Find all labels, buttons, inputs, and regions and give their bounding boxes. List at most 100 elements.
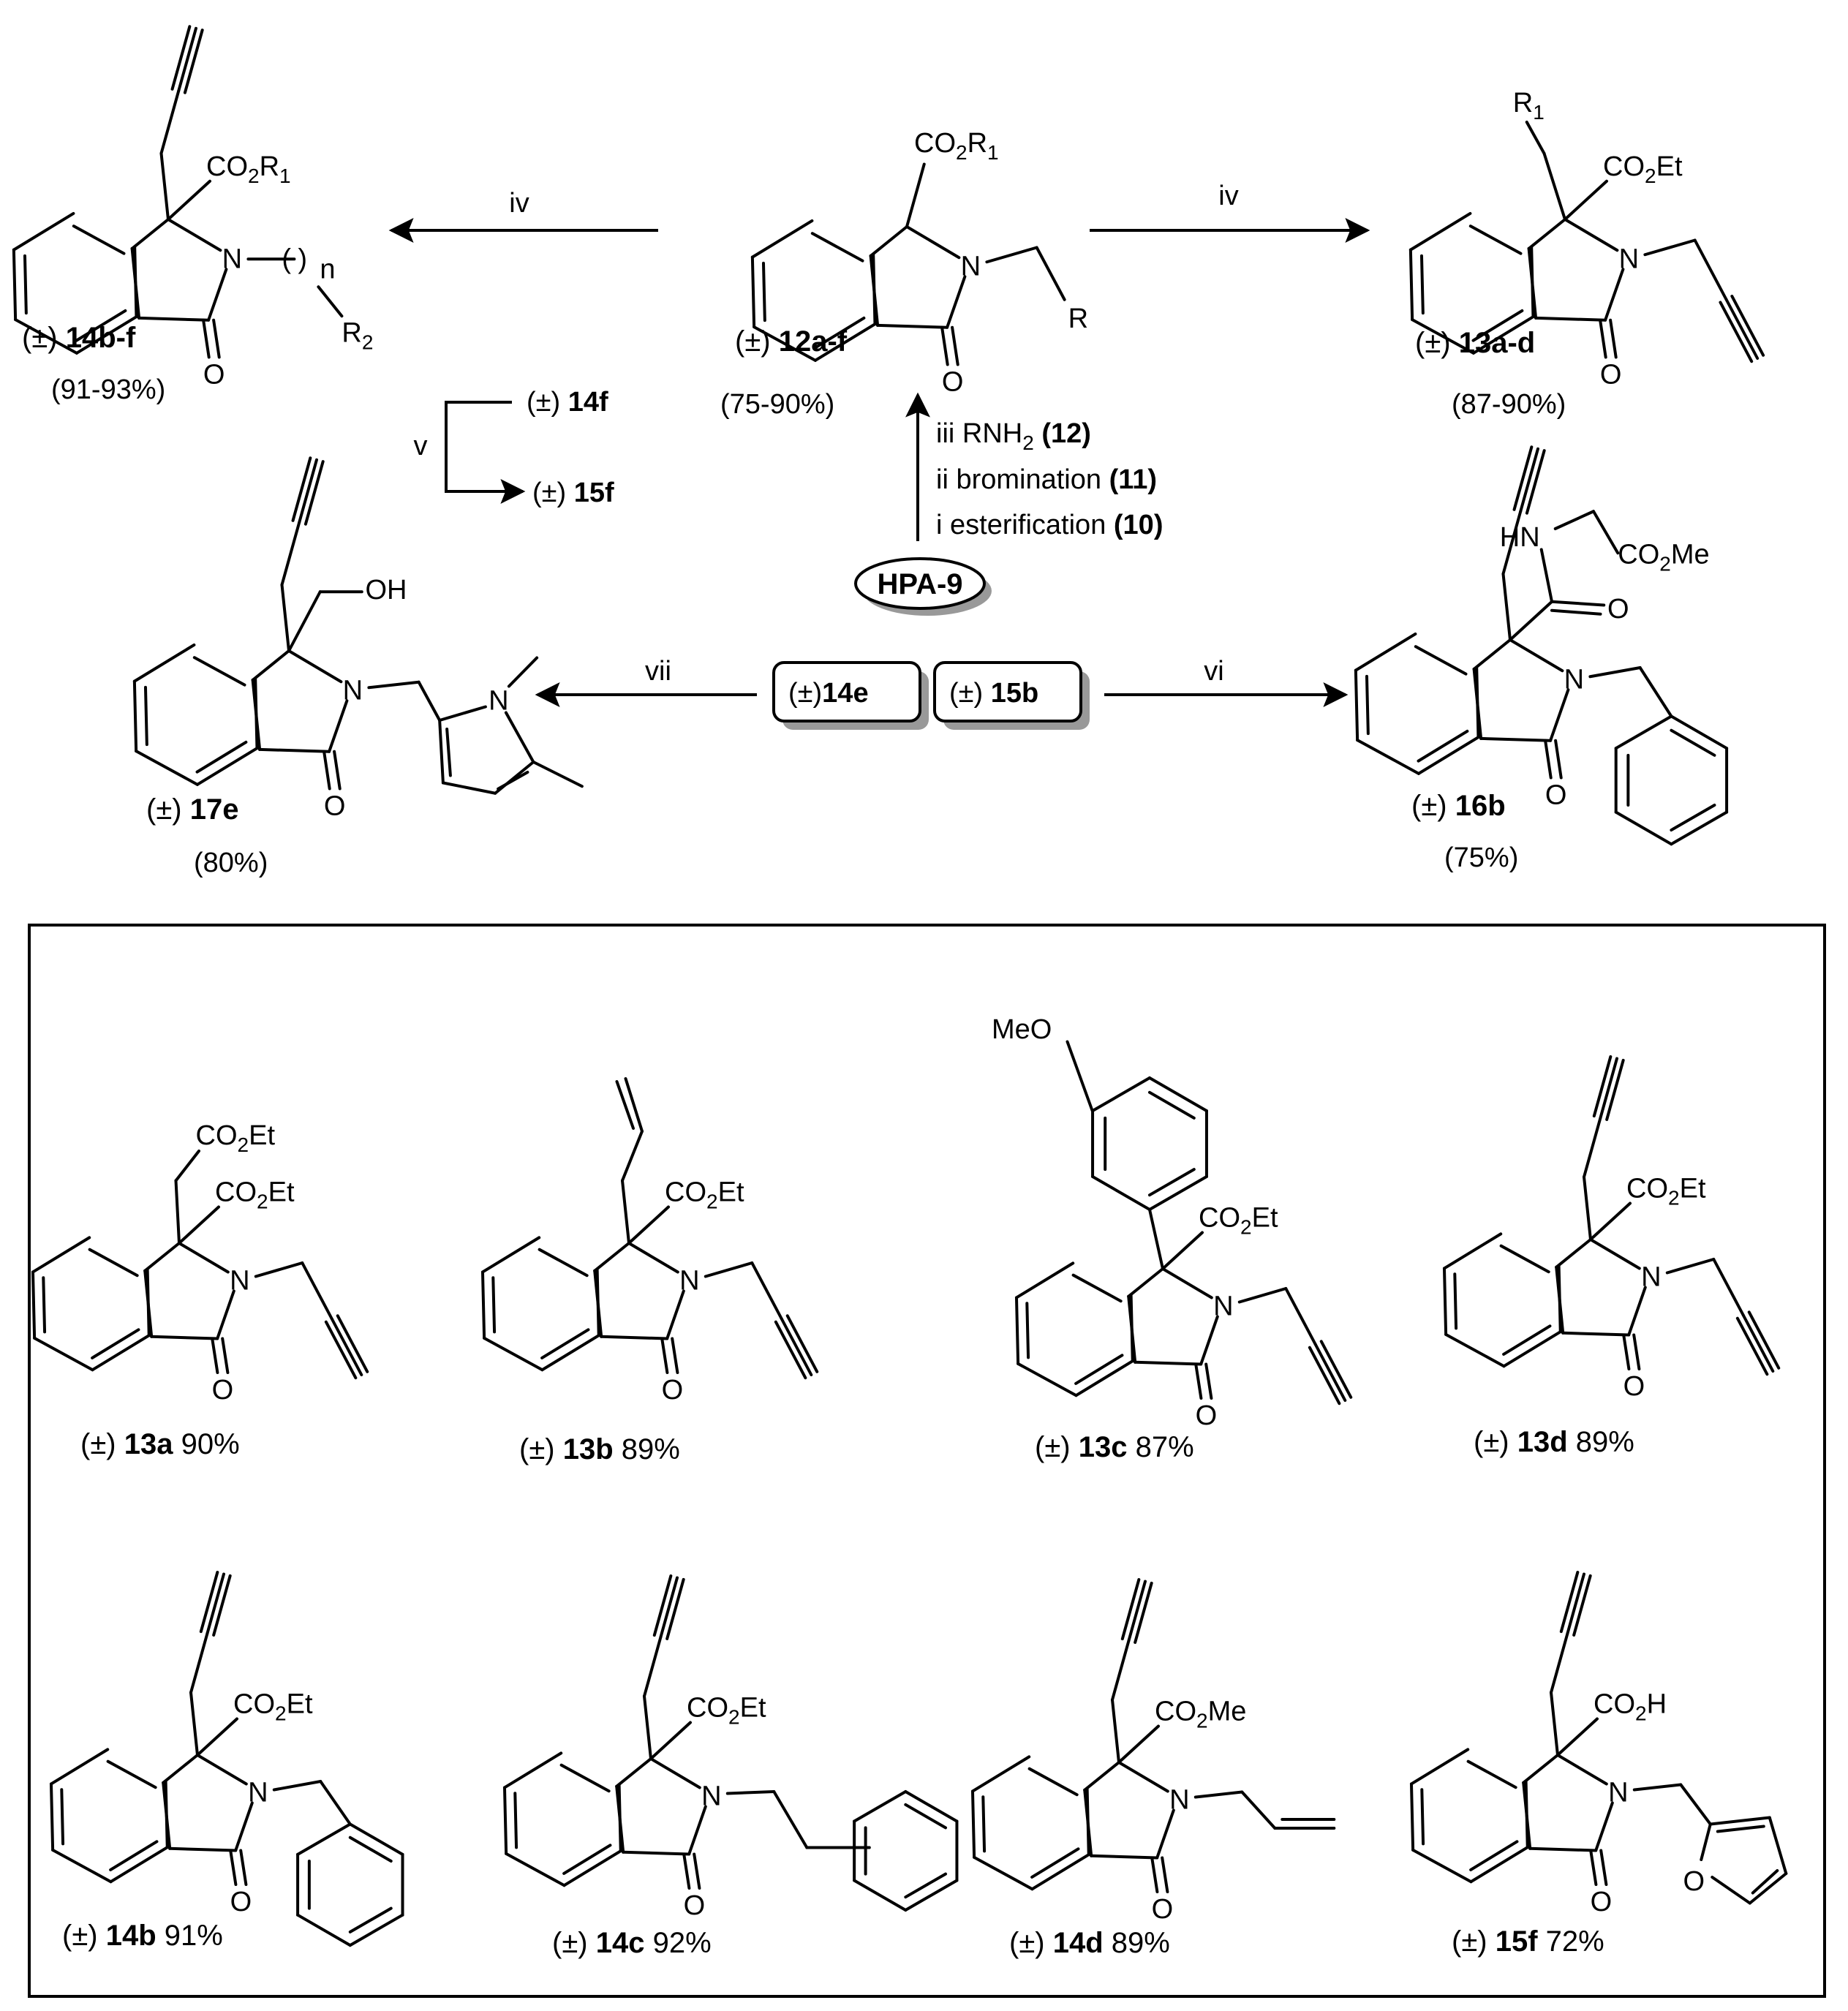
bond-triple [1313,1343,1347,1402]
bond-co [229,1849,238,1886]
bond-benzene-double [143,685,148,747]
bond-co [1150,1856,1159,1893]
bond-chain-r2 [317,285,344,318]
bond-benzene-double [1471,309,1524,342]
bond-benzene [31,1236,91,1274]
bond-benzene [132,679,138,753]
bond-phenyl [1148,1076,1208,1112]
r-label: R [1068,303,1088,334]
nitrogen-label: N [679,1266,699,1297]
bond-triple [324,1320,358,1380]
step-vii-label: vii [645,656,671,687]
bond-n-c3 [1594,1801,1614,1852]
bond-triple [183,29,204,94]
bond-benzene-double [1414,645,1468,676]
bond-benzene-double [1027,1767,1079,1797]
bond-triple [1512,445,1534,511]
bond-benzene [12,211,75,252]
box-15b [933,661,1082,722]
bond-c3-c3a [258,747,331,753]
bond-triple [1735,1316,1769,1376]
bond-n-c3 [207,268,228,322]
oxygen-label: O [230,1887,252,1917]
bond-c3-c3a [1534,316,1607,322]
bond-triple [1605,1058,1625,1121]
nitrogen-label: N [1608,1778,1628,1808]
bond-c7a-c1 [251,649,290,682]
bond-amide-co [1550,600,1606,607]
bond-n-benzyl [272,1780,323,1792]
bond-phenyl [296,1913,352,1947]
bond-c7a-c1 [1522,1754,1559,1784]
ester-label: CO2Et [1199,1203,1278,1239]
bond-ester [167,179,211,221]
bond-benzene-double [1466,1759,1517,1789]
bond-propargyl [1550,1631,1569,1694]
bond-benzene-double [1420,1788,1425,1846]
bond-n-c3 [946,275,967,329]
amide-o-label: O [1607,594,1629,625]
bond-benzene-double [1468,225,1523,255]
bond-co [1589,1849,1598,1886]
bond-furan [1711,1876,1751,1905]
bond-ester [649,1721,692,1760]
furan-o-label: O [1683,1866,1705,1897]
bond-c3-c3a [150,1335,219,1340]
bond-ch2 [1111,1698,1120,1764]
bond-triple [205,1572,225,1635]
bond-propargyl [159,89,181,155]
yield-16b: (75%) [1444,842,1518,873]
label-13a: (±) 13a 90% [80,1428,240,1460]
bond-benzene-double [60,1788,65,1846]
bond-furan [1708,1816,1771,1826]
bond-benzene [109,1846,169,1884]
bond-c1-n [167,218,222,252]
hpa9-label: HPA-9 [877,568,962,600]
bond-triple [1730,295,1765,357]
bond-n-ch2 [1665,1258,1716,1275]
bond-c3-c3a [1090,1854,1159,1860]
bond-n-benzyl [1588,666,1642,679]
prep-step-iii: iii RNH2 (12) [936,418,1091,454]
bond-benzene-double [981,1795,987,1853]
bond-ester [1161,1231,1204,1270]
bond-benzene [31,1270,37,1340]
bond-triple [291,456,312,522]
bond-benzene [540,1334,600,1372]
nitrogen-label: N [343,675,363,706]
bond-amide-n [1539,548,1553,603]
bond-triple [1566,1572,1585,1635]
ester-label: CO2Et [1626,1174,1706,1210]
ester-label: CO2R1 [206,151,291,187]
bond-co [1622,1333,1631,1370]
bond-benzyl [319,1780,352,1826]
bond-c7a-c1 [143,1242,181,1272]
bond-benzene-double [559,1763,611,1793]
bond-ester [905,162,926,228]
bond-amide [1509,600,1553,641]
bond-triple [303,460,325,526]
oxygen-label: O [1600,360,1622,390]
bond-benzene-double [491,1276,497,1334]
bond-n-ch2 [254,1261,304,1278]
bond-co-double [1599,1849,1608,1886]
bond-triple [1127,1580,1147,1642]
bond-benzene [91,1334,151,1372]
label-13b: (±) 13b 89% [519,1433,680,1465]
bond-c1-n [1161,1267,1213,1299]
label-12a-f: (±) 12a-f [735,325,848,358]
bond-benzene-double [42,1276,47,1334]
bond-triple [1319,1340,1353,1399]
bond-benzene-double [761,261,766,322]
bond-ester [174,1150,200,1182]
bond-c1-n [905,225,961,260]
bond-propargyl [189,1631,209,1694]
bond-furan-double [1716,1825,1765,1833]
bond-triple [1559,1571,1580,1634]
bond-allyl-double [615,1080,635,1130]
